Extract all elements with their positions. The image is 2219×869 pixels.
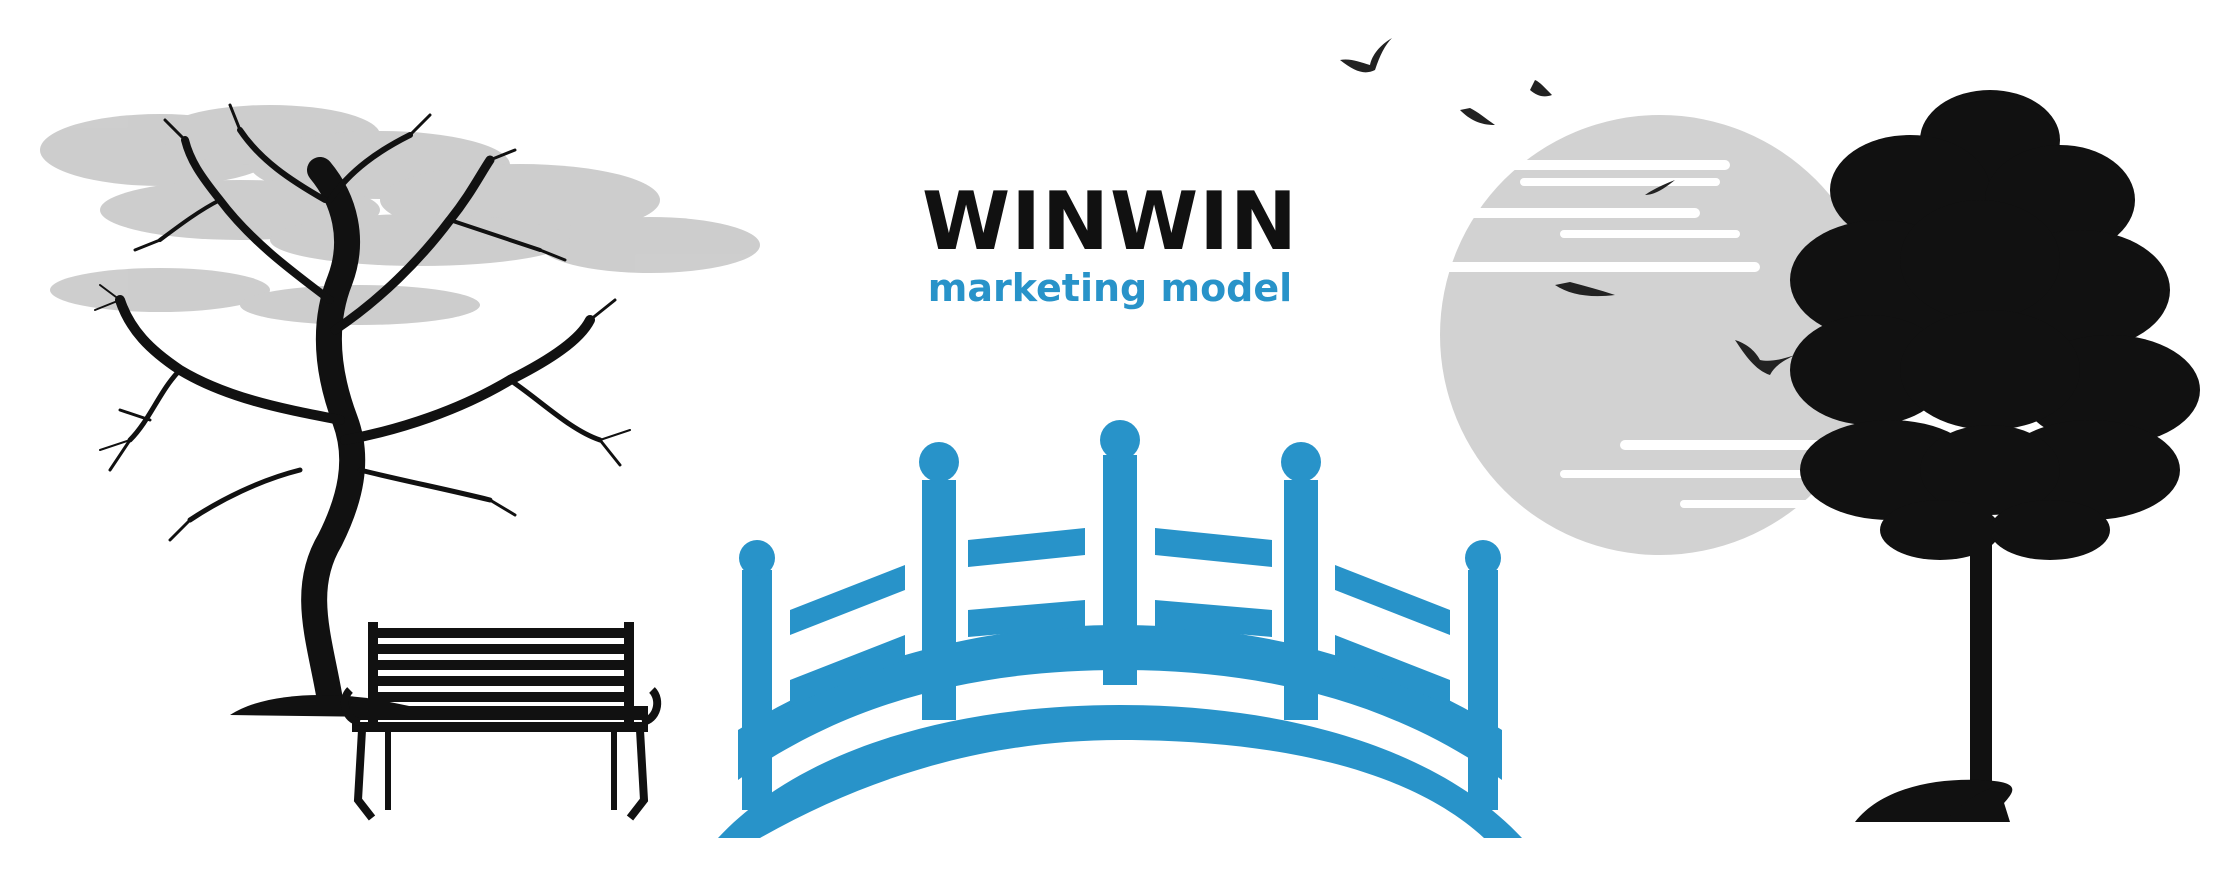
moon-streaks: [1440, 160, 1880, 508]
bridge-icon: [718, 420, 1522, 838]
bird-icon: [1340, 38, 1795, 375]
leafy-tree-icon: [1790, 90, 2200, 822]
brand-subtitle: marketing model: [927, 266, 1293, 310]
bench-icon: [340, 622, 662, 821]
brand-title-block: WINWIN marketing model: [900, 175, 1320, 311]
brand-title: WINWIN: [922, 175, 1298, 268]
bare-tree-icon: [94, 103, 631, 713]
